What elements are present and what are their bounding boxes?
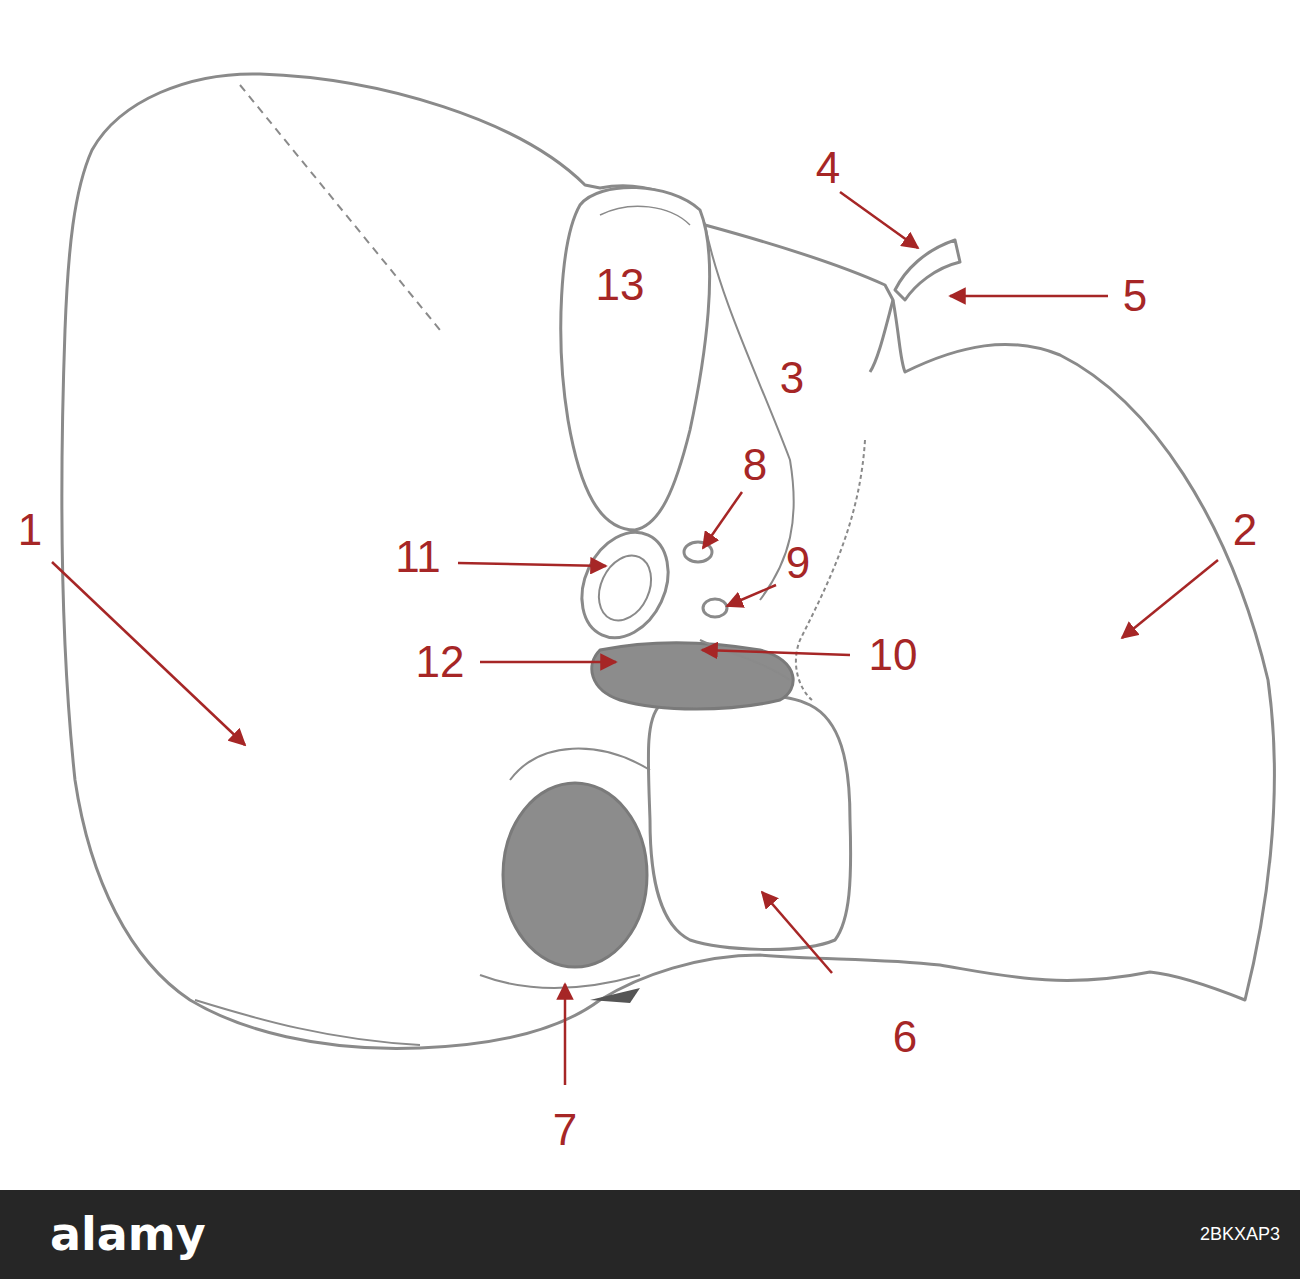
callout-number: 2 bbox=[1233, 508, 1257, 552]
callout-number: 1 bbox=[18, 508, 42, 552]
callout-number: 7 bbox=[553, 1108, 577, 1152]
liver-outline bbox=[62, 74, 1274, 1049]
image-id: 2BKXAP3 bbox=[1200, 1225, 1280, 1243]
callout-number: 6 bbox=[893, 1015, 917, 1059]
callout-number: 12 bbox=[416, 640, 465, 684]
callout-number: 10 bbox=[869, 633, 918, 677]
watermark: alamy bbox=[50, 1211, 206, 1257]
callout-number: 8 bbox=[743, 443, 767, 487]
callout-number: 3 bbox=[780, 356, 804, 400]
callout-number: 4 bbox=[816, 146, 840, 190]
callout-number: 11 bbox=[395, 535, 441, 579]
callout-number: 5 bbox=[1123, 274, 1147, 318]
leader-lines bbox=[52, 192, 1218, 1085]
callout-number: 13 bbox=[596, 263, 645, 307]
callout-number: 9 bbox=[786, 541, 810, 585]
watermark-bar bbox=[0, 1190, 1300, 1279]
